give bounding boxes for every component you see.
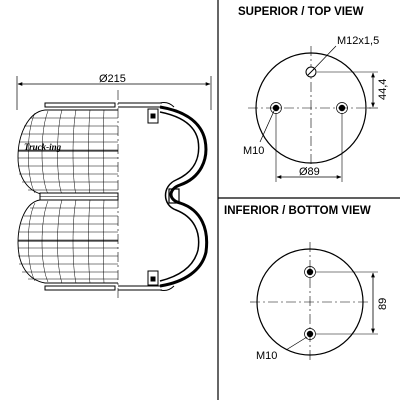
stud-hole-bottom: [306, 330, 314, 338]
stud-leader: [259, 110, 275, 143]
diameter-dimension: Ø215: [16, 73, 212, 110]
thread-label: M12x1,5: [337, 35, 379, 47]
diameter-label: Ø215: [99, 73, 126, 85]
bottom-spacing-label: 89: [377, 298, 389, 310]
bottom-spacing-dimension: 89: [316, 271, 389, 335]
bottom-stud-label: M10: [256, 350, 277, 362]
offset-dimension: 44,4: [317, 71, 389, 109]
spacing-dimension: Ø89: [275, 113, 343, 182]
girdle-ring: [39, 192, 119, 201]
bottom-plate: [44, 285, 175, 291]
brand-logo-text: Truck-ing: [24, 142, 62, 152]
stud-hole-top: [306, 268, 314, 276]
top-stud-label: M10: [243, 145, 264, 157]
thread-leader: [312, 45, 337, 71]
stud-hole-right: [338, 104, 346, 112]
offset-label: 44,4: [377, 79, 389, 100]
top-plate: [44, 102, 175, 108]
bottom-view-heading: INFERIOR / BOTTOM VIEW: [224, 205, 371, 217]
cross-section: [147, 105, 209, 288]
bottom-view: INFERIOR / BOTTOM VIEW 89 M10: [224, 205, 389, 362]
top-view-heading: SUPERIOR / TOP VIEW: [238, 6, 364, 18]
brand-logo: Truck-ing: [24, 142, 62, 152]
bottom-stud-leader: [285, 336, 308, 351]
stud-hole-left: [272, 104, 280, 112]
side-view: Ø215: [16, 73, 212, 300]
upper-bellow: [17, 109, 118, 196]
top-spacing-label: Ø89: [299, 166, 320, 178]
panel-separators: [217, 0, 400, 400]
lower-bellow: [17, 199, 118, 284]
top-view: SUPERIOR / TOP VIEW M12x1,5 44,4 Ø89 M: [238, 6, 389, 182]
